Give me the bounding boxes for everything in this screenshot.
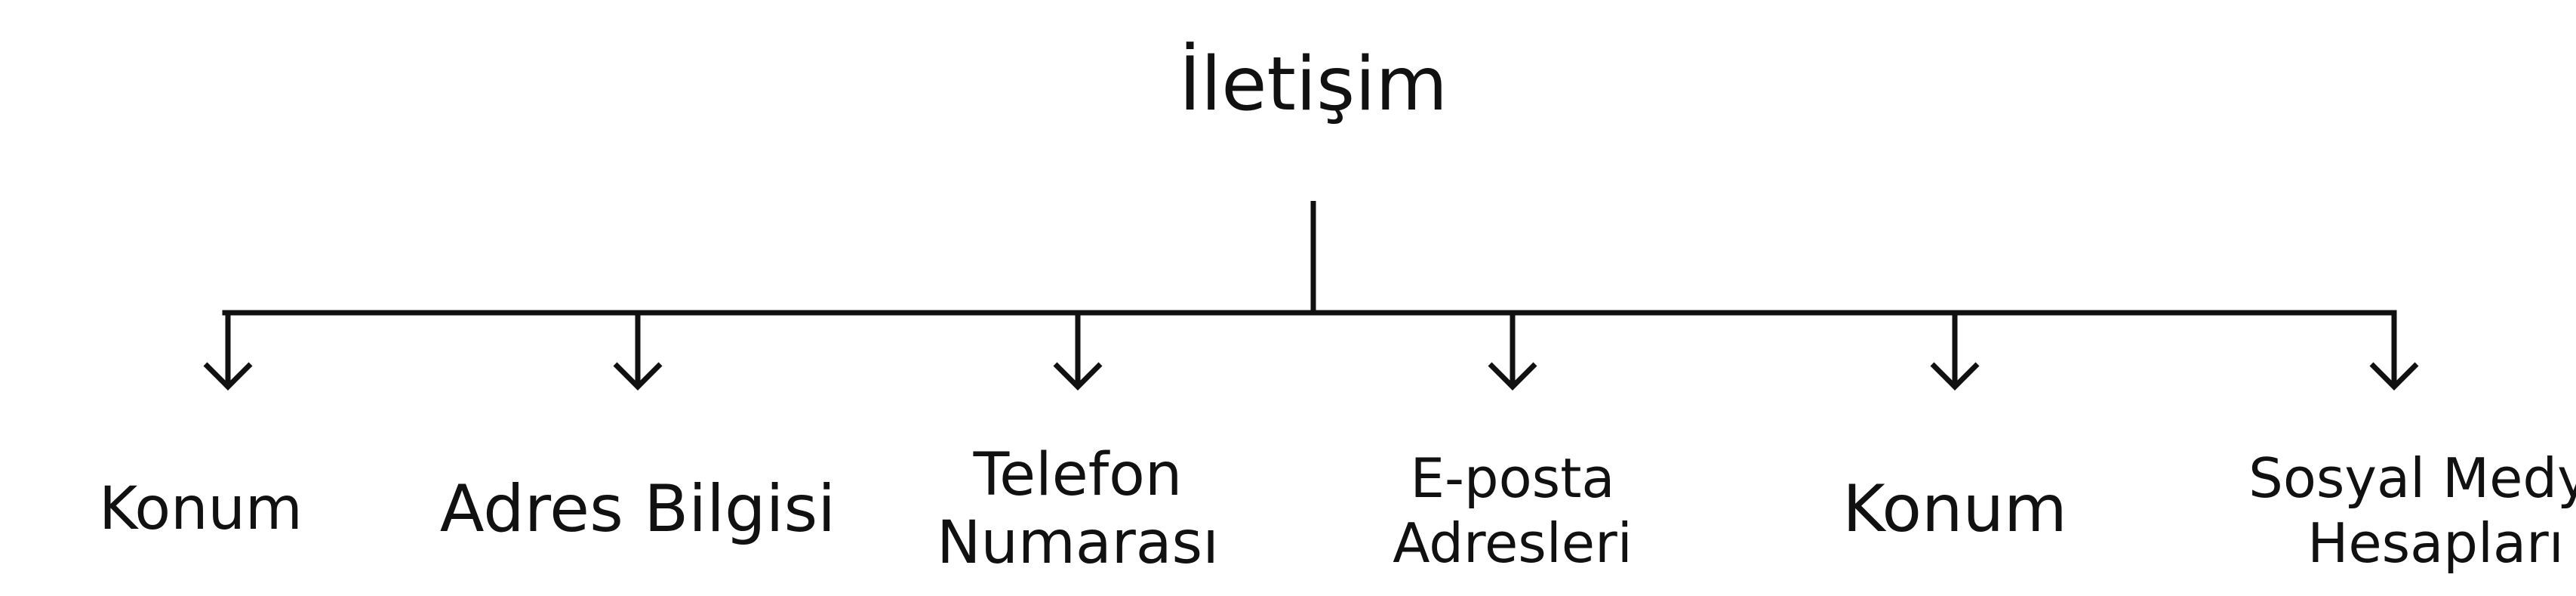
child-label-5: Konum: [1842, 471, 2067, 547]
child-label-6: Sosyal MedyaHesapları: [2248, 446, 2576, 575]
arrow-head-6: [2369, 362, 2419, 391]
arrow-head-5: [1930, 362, 1980, 391]
child-label-6-line-2: Hesapları: [2307, 511, 2564, 575]
arrow-head-2: [613, 362, 663, 391]
child-label-1: Konum: [99, 475, 303, 543]
child-label-2: Adres Bilgisi: [440, 471, 836, 547]
child-label-3-line-1: Telefon: [973, 441, 1183, 509]
arrow-head-4: [1488, 362, 1537, 391]
child-label-4-line-1: E-posta: [1410, 446, 1614, 510]
arrow-head-3: [1053, 362, 1103, 391]
arrow-head-1: [203, 362, 253, 391]
child-label-6-line-1: Sosyal Medya: [2248, 446, 2576, 510]
child-label-3-line-2: Numarası: [937, 509, 1219, 577]
root-label: İletişim: [1179, 42, 1448, 128]
child-label-4-line-2: Adresleri: [1393, 511, 1632, 575]
